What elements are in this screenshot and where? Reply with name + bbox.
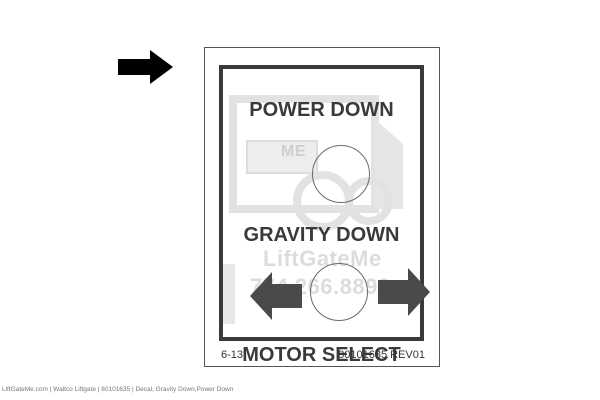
- part-number: 80101635 REV01: [338, 349, 425, 361]
- motor-select-label: MOTOR SELECT: [242, 344, 401, 366]
- decal-frame: ME LiftGateMe 774.266.8892 POWER DOWN GR…: [219, 65, 430, 366]
- arrow-right-icon: [378, 268, 430, 316]
- power-down-button[interactable]: [312, 145, 370, 203]
- pointer-arrow-icon: [118, 50, 173, 84]
- image-caption: LiftGateMe.com | Waltco Liftgate | 80101…: [2, 386, 234, 393]
- watermark-truck-label: ME: [281, 143, 306, 160]
- gravity-down-label: GRAVITY DOWN: [243, 224, 400, 246]
- date-code: 6-13: [221, 349, 244, 361]
- truck-watermark-icon: [223, 95, 403, 324]
- gravity-down-button[interactable]: [310, 263, 368, 321]
- arrow-left-icon: [250, 272, 302, 320]
- power-down-label: POWER DOWN: [249, 99, 394, 121]
- decal: ME LiftGateMe 774.266.8892 POWER DOWN GR…: [204, 47, 440, 367]
